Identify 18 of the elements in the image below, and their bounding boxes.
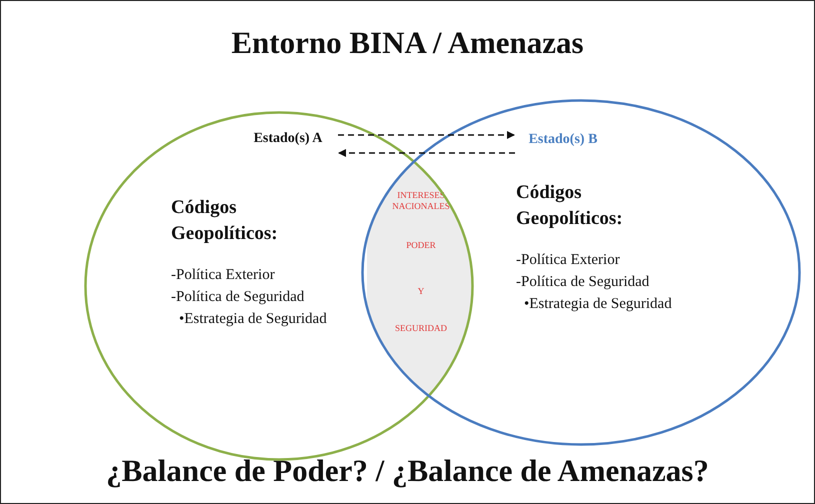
- arrow: [338, 131, 515, 139]
- overlap-text: INTERESES NACIONALES: [391, 190, 451, 212]
- section-heading: Códigos Geopolíticos:: [171, 196, 279, 246]
- list-item: -Política Exterior: [171, 267, 275, 284]
- arrow: [338, 149, 515, 157]
- state-label: Estado(s) B: [514, 126, 612, 154]
- overlap-text: Y: [416, 286, 426, 297]
- overlap-text: PODER: [405, 240, 437, 251]
- list-item: •Estrategia de Seguridad: [524, 296, 672, 313]
- state-label: Estado(s) A: [239, 125, 337, 153]
- section-heading: Códigos Geopolíticos:: [516, 181, 624, 231]
- diagram-title: Entorno BINA / Amenazas: [230, 25, 585, 61]
- list-item: •Estrategia de Seguridad: [179, 311, 327, 328]
- list-item: -Política Exterior: [516, 252, 620, 269]
- overlap-text: SEGURIDAD: [394, 323, 448, 334]
- list-item: -Política de Seguridad: [171, 289, 304, 306]
- diagram-caption: ¿Balance de Poder? / ¿Balance de Amenazas?: [105, 453, 710, 489]
- list-item: -Política de Seguridad: [516, 274, 650, 291]
